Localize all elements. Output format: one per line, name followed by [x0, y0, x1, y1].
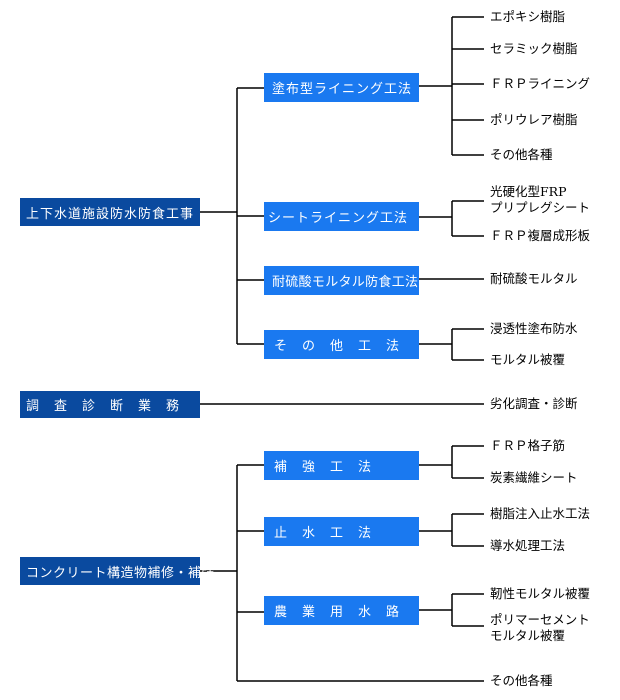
- leaf-item: エポキシ樹脂: [490, 9, 566, 24]
- category-coating-lining: 塗布型ライニング工法: [264, 73, 419, 102]
- root-node-label: 調 査 診 断 業 務: [26, 399, 181, 414]
- root-node-label: コンクリート構造物補修・補強: [26, 565, 216, 581]
- category-other-methods: そ の 他 工 法: [264, 330, 419, 359]
- leaf-item: ＦＲＰ格子筋: [490, 438, 566, 453]
- category-label: 農 業 用 水 路: [274, 605, 401, 620]
- leaf-item: ＦＲＰ複層成形板: [490, 228, 591, 243]
- category-sheet-lining: シートライニング工法: [264, 202, 419, 231]
- leaf-item: モルタル被覆: [490, 352, 566, 367]
- leaf-item: セラミック樹脂: [490, 41, 578, 56]
- root-node-survey-diagnosis: 調 査 診 断 業 務: [20, 391, 200, 418]
- leaf-item: 樹脂注入止水工法: [490, 506, 591, 521]
- category-label: そ の 他 工 法: [274, 339, 401, 354]
- root-node-anticorrosion-works: 上下水道施設防水防食工事: [20, 198, 200, 226]
- leaf-item: ポリウレア樹脂: [490, 112, 578, 127]
- leaf-item: モルタル被覆: [490, 628, 566, 643]
- leaf-item: その他各種: [490, 673, 553, 688]
- category-agricultural-canal: 農 業 用 水 路: [264, 596, 419, 625]
- category-acid-resistant-mortar: 耐硫酸モルタル防食工法: [264, 266, 419, 295]
- category-water-stop: 止 水 工 法: [264, 517, 419, 546]
- leaf-item: プリプレグシート: [490, 200, 591, 215]
- leaf-item: その他各種: [490, 147, 553, 162]
- category-label: シートライニング工法: [268, 211, 409, 226]
- leaf-item: ＦＲＰライニング: [490, 76, 591, 91]
- leaf-item: ポリマーセメント: [490, 612, 590, 627]
- category-label: 止 水 工 法: [274, 526, 373, 541]
- category-label: 塗布型ライニング工法: [272, 82, 413, 97]
- category-label: 耐硫酸モルタル防食工法: [272, 275, 419, 290]
- category-reinforcement: 補 強 工 法: [264, 451, 419, 480]
- leaf-item: 導水処理工法: [490, 538, 566, 553]
- leaf-item: 炭素繊維シート: [490, 470, 578, 485]
- category-label: 補 強 工 法: [274, 460, 373, 475]
- leaf-item: 耐硫酸モルタル: [490, 271, 578, 286]
- root-node-label: 上下水道施設防水防食工事: [26, 206, 195, 222]
- root-node-concrete-repair: コンクリート構造物補修・補強: [20, 557, 215, 585]
- leaf-item: 劣化調査・診断: [490, 396, 578, 411]
- leaf-item: 靭性モルタル被覆: [490, 586, 591, 601]
- leaf-item: 光硬化型FRP: [490, 184, 567, 199]
- leaf-item: 浸透性塗布防水: [490, 321, 578, 336]
